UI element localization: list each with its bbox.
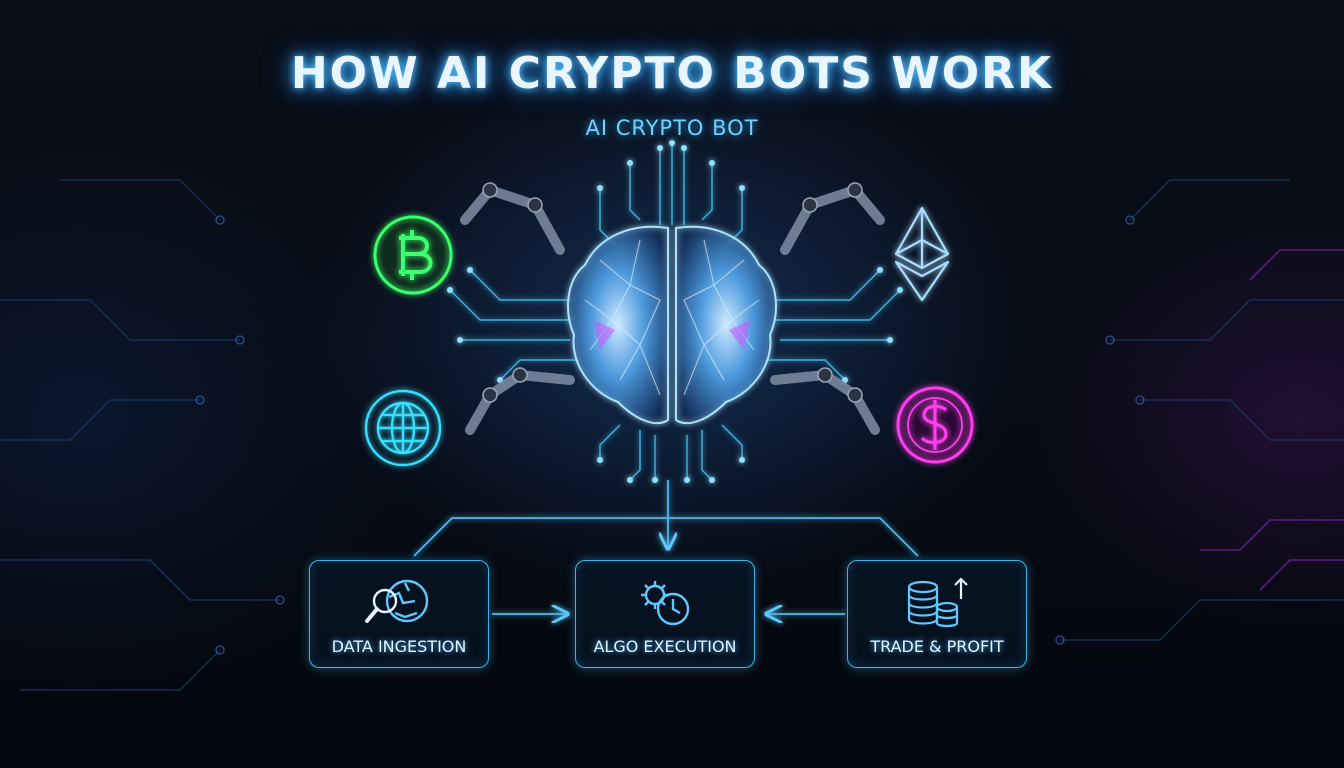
ethereum-icon xyxy=(894,206,950,302)
brain-icon xyxy=(567,225,777,425)
circuit-nodes xyxy=(447,140,903,483)
flow-connectors xyxy=(413,480,919,614)
step-label: ALGO EXECUTION xyxy=(593,637,737,656)
step-label: TRADE & PROFIT xyxy=(870,637,1004,656)
robot-arm-right-bottom xyxy=(770,369,880,435)
magnifier-globe-icon xyxy=(365,579,429,623)
robot-arm-right-top xyxy=(780,184,885,255)
bitcoin-icon xyxy=(373,215,453,295)
step-data-ingestion: DATA INGESTION xyxy=(309,560,489,668)
step-trade-profit: TRADE & PROFIT xyxy=(847,560,1027,668)
gear-clock-icon xyxy=(641,581,690,626)
circuit-traces xyxy=(449,145,901,481)
coin-stack-arrow-icon xyxy=(907,577,968,628)
step-algo-execution: ALGO EXECUTION xyxy=(575,560,755,668)
robot-arm-left-bottom xyxy=(465,369,575,435)
globe-icon xyxy=(364,389,442,467)
page-title: HOW AI CRYPTO BOTS WORK xyxy=(290,48,1054,99)
robot-arm-left-top xyxy=(460,184,565,255)
subtitle: AI CRYPTO BOT xyxy=(585,116,759,140)
dollar-coin-icon xyxy=(896,386,974,464)
step-label: DATA INGESTION xyxy=(331,637,467,656)
